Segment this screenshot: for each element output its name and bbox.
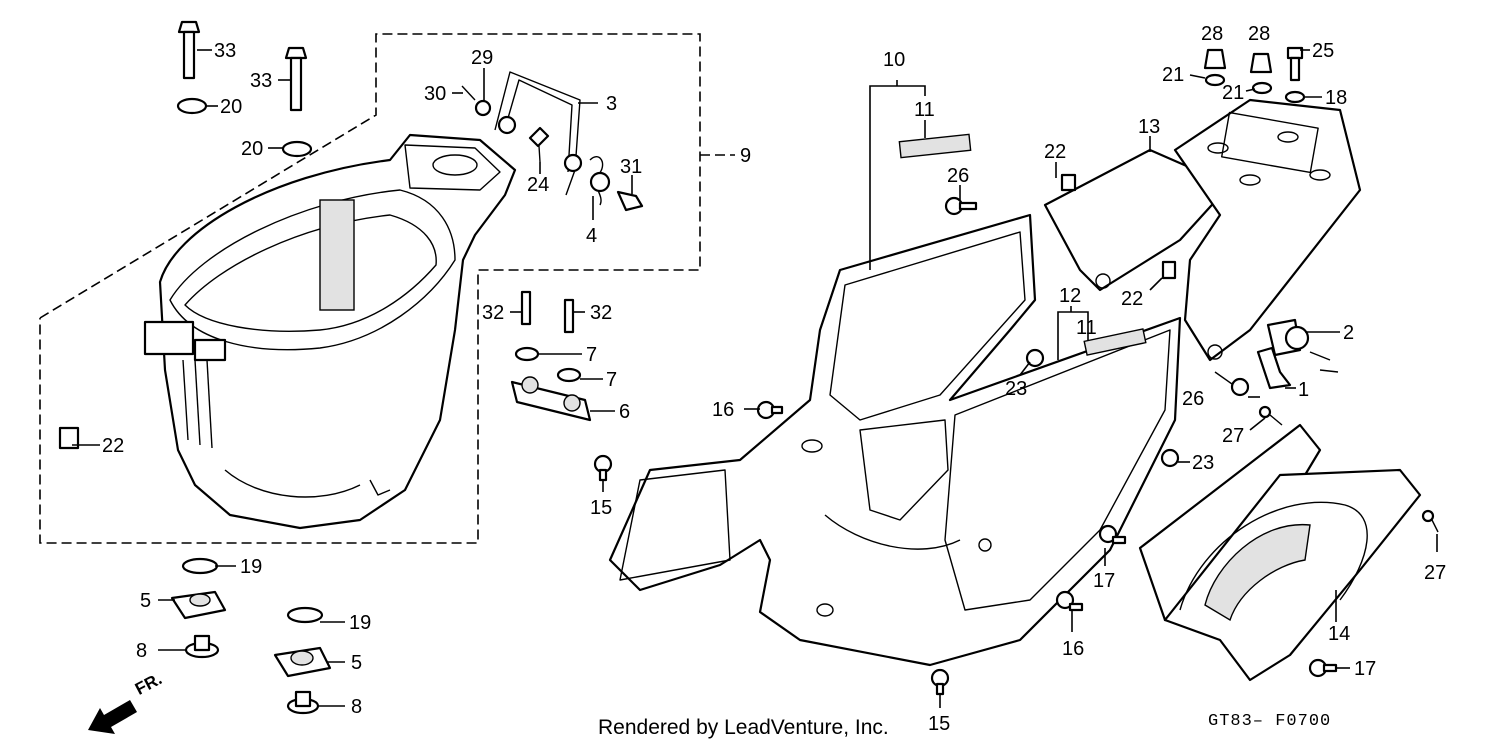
callout-22: 22 bbox=[102, 435, 124, 457]
callout-32: 32 bbox=[590, 302, 612, 324]
callout-27: 27 bbox=[1222, 425, 1244, 447]
callout-31: 31 bbox=[620, 156, 642, 178]
callout-6: 6 bbox=[619, 401, 630, 423]
callout-28: 28 bbox=[1248, 23, 1270, 45]
rubber-mounts bbox=[58, 426, 332, 715]
callout-4: 4 bbox=[586, 225, 597, 247]
callout-27: 27 bbox=[1424, 562, 1446, 584]
callout-33: 33 bbox=[214, 40, 236, 62]
callout-25: 25 bbox=[1312, 40, 1334, 62]
callout-14: 14 bbox=[1328, 623, 1350, 645]
callout-22: 22 bbox=[1121, 288, 1143, 310]
callout-13: 13 bbox=[1138, 116, 1160, 138]
mount-rubber-6 bbox=[510, 290, 592, 422]
callout-20: 20 bbox=[220, 96, 242, 118]
callout-16: 16 bbox=[1062, 638, 1084, 660]
callout-2: 2 bbox=[1343, 322, 1354, 344]
key-set-2 bbox=[1256, 318, 1339, 390]
luggage-box bbox=[143, 133, 517, 530]
callout-8: 8 bbox=[136, 640, 147, 662]
callout-26: 26 bbox=[947, 165, 969, 187]
callout-5: 5 bbox=[351, 652, 362, 674]
callout-7: 7 bbox=[606, 369, 617, 391]
callout-19: 19 bbox=[349, 612, 371, 634]
bolt-33-group bbox=[176, 20, 313, 158]
callout-11: 11 bbox=[914, 99, 935, 121]
body-cover bbox=[608, 133, 1182, 667]
callout-32: 32 bbox=[482, 302, 504, 324]
callout-30: 30 bbox=[424, 83, 446, 105]
callout-26: 26 bbox=[1182, 388, 1204, 410]
callout-22: 22 bbox=[1044, 141, 1066, 163]
callout-8: 8 bbox=[351, 696, 362, 718]
callout-17: 17 bbox=[1093, 570, 1115, 592]
callout-15: 15 bbox=[590, 497, 612, 519]
seat-lock-stay bbox=[461, 71, 644, 212]
callout-20: 20 bbox=[241, 138, 263, 160]
callout-10: 10 bbox=[883, 49, 905, 71]
lower-cover-14 bbox=[1138, 423, 1422, 682]
render-credit: Rendered by LeadVenture, Inc. bbox=[598, 716, 889, 739]
small-hardware bbox=[593, 46, 1439, 696]
callout-19: 19 bbox=[240, 556, 262, 578]
callout-23: 23 bbox=[1192, 452, 1214, 474]
callout-3: 3 bbox=[606, 93, 617, 115]
callout-12: 12 bbox=[1059, 285, 1081, 307]
callout-24: 24 bbox=[527, 174, 549, 196]
callout-7: 7 bbox=[586, 344, 597, 366]
callout-labels: 33 33 20 20 29 30 3 9 31 24 4 22 32 32 7… bbox=[102, 23, 1446, 735]
callout-33: 33 bbox=[250, 70, 272, 92]
callout-11: 11 bbox=[1076, 317, 1097, 339]
callout-16: 16 bbox=[712, 399, 734, 421]
callout-21: 21 bbox=[1222, 82, 1244, 104]
front-direction-arrow-icon bbox=[88, 700, 137, 734]
assembly-boundary bbox=[39, 33, 735, 544]
callout-21: 21 bbox=[1162, 64, 1184, 86]
leader-lines bbox=[72, 49, 1438, 708]
callout-23: 23 bbox=[1005, 378, 1027, 400]
callout-17: 17 bbox=[1354, 658, 1376, 680]
rear-cover-13 bbox=[1043, 98, 1362, 362]
callout-28: 28 bbox=[1201, 23, 1223, 45]
callout-15: 15 bbox=[928, 713, 950, 735]
drawing-code: GT83– F0700 bbox=[1208, 712, 1332, 731]
callout-5: 5 bbox=[140, 590, 151, 612]
callout-9: 9 bbox=[740, 145, 751, 167]
callout-29: 29 bbox=[471, 47, 493, 69]
callout-18: 18 bbox=[1325, 87, 1347, 109]
callout-1: 1 bbox=[1298, 379, 1309, 401]
